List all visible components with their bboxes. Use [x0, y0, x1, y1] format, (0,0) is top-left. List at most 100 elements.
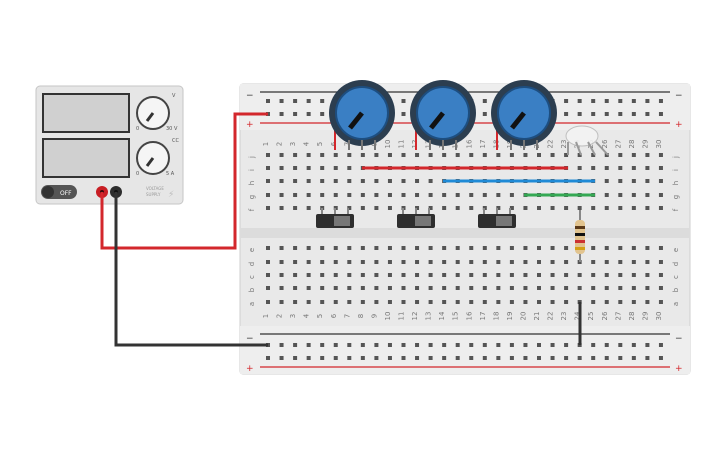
breadboard-hole[interactable]: [658, 153, 663, 157]
breadboard-hole[interactable]: [374, 286, 379, 290]
breadboard-hole[interactable]: [631, 246, 636, 250]
breadboard-hole[interactable]: [374, 300, 379, 304]
breadboard-hole[interactable]: [347, 179, 352, 183]
breadboard-hole[interactable]: [564, 356, 569, 360]
breadboard-hole[interactable]: [482, 286, 487, 290]
breadboard-hole[interactable]: [293, 153, 298, 157]
breadboard-hole[interactable]: [645, 273, 650, 277]
breadboard-hole[interactable]: [591, 99, 596, 103]
breadboard-hole[interactable]: [645, 166, 650, 170]
breadboard-hole[interactable]: [469, 193, 474, 197]
breadboard-hole[interactable]: [469, 246, 474, 250]
breadboard-hole[interactable]: [618, 260, 623, 264]
breadboard-hole[interactable]: [577, 166, 582, 170]
breadboard-hole[interactable]: [320, 193, 325, 197]
breadboard-hole[interactable]: [564, 153, 569, 157]
breadboard-hole[interactable]: [591, 260, 596, 264]
breadboard-hole[interactable]: [469, 153, 474, 157]
breadboard-hole[interactable]: [320, 166, 325, 170]
breadboard-hole[interactable]: [401, 153, 406, 157]
breadboard-hole[interactable]: [631, 99, 636, 103]
breadboard-hole[interactable]: [523, 260, 528, 264]
breadboard-hole[interactable]: [577, 99, 582, 103]
breadboard-hole[interactable]: [387, 286, 392, 290]
breadboard-hole[interactable]: [618, 153, 623, 157]
breadboard-hole[interactable]: [618, 356, 623, 360]
breadboard-hole[interactable]: [631, 300, 636, 304]
breadboard-hole[interactable]: [591, 246, 596, 250]
breadboard-hole[interactable]: [333, 273, 338, 277]
breadboard-hole[interactable]: [550, 260, 555, 264]
breadboard-hole[interactable]: [374, 246, 379, 250]
breadboard-hole[interactable]: [469, 300, 474, 304]
breadboard-hole[interactable]: [266, 286, 270, 290]
breadboard-hole[interactable]: [564, 300, 569, 304]
breadboard-hole[interactable]: [482, 300, 487, 304]
breadboard-hole[interactable]: [645, 153, 650, 157]
breadboard-hole[interactable]: [306, 99, 311, 103]
breadboard-hole[interactable]: [266, 246, 270, 250]
breadboard-hole[interactable]: [428, 273, 433, 277]
breadboard-hole[interactable]: [293, 246, 298, 250]
breadboard-hole[interactable]: [360, 343, 365, 347]
breadboard-hole[interactable]: [482, 356, 487, 360]
breadboard-hole[interactable]: [604, 356, 609, 360]
breadboard-hole[interactable]: [537, 300, 541, 304]
breadboard-hole[interactable]: [374, 273, 379, 277]
breadboard-hole[interactable]: [293, 356, 298, 360]
breadboard-hole[interactable]: [293, 193, 298, 197]
breadboard-hole[interactable]: [306, 112, 311, 116]
breadboard-hole[interactable]: [455, 273, 460, 277]
power-switch[interactable]: OFF: [41, 185, 77, 199]
breadboard-hole[interactable]: [347, 300, 352, 304]
breadboard-hole[interactable]: [509, 356, 514, 360]
breadboard-hole[interactable]: [618, 166, 623, 170]
breadboard-hole[interactable]: [415, 356, 420, 360]
breadboard-hole[interactable]: [293, 286, 298, 290]
breadboard-hole[interactable]: [618, 246, 623, 250]
breadboard-hole[interactable]: [658, 260, 663, 264]
breadboard-hole[interactable]: [266, 153, 270, 157]
breadboard-hole[interactable]: [306, 273, 311, 277]
breadboard-hole[interactable]: [523, 286, 528, 290]
breadboard-hole[interactable]: [550, 206, 555, 210]
breadboard-hole[interactable]: [442, 260, 447, 264]
breadboard-hole[interactable]: [374, 343, 379, 347]
breadboard-hole[interactable]: [604, 179, 609, 183]
breadboard-hole[interactable]: [550, 246, 555, 250]
breadboard-hole[interactable]: [604, 193, 609, 197]
current-knob[interactable]: [136, 141, 170, 175]
breadboard-hole[interactable]: [455, 193, 460, 197]
breadboard-hole[interactable]: [415, 206, 420, 210]
breadboard-hole[interactable]: [306, 356, 311, 360]
breadboard-hole[interactable]: [320, 356, 325, 360]
breadboard-hole[interactable]: [401, 112, 406, 116]
breadboard-hole[interactable]: [360, 260, 365, 264]
breadboard[interactable]: − + − + − + − + 112233445566778899101011…: [239, 83, 691, 375]
breadboard-hole[interactable]: [523, 246, 528, 250]
breadboard-hole[interactable]: [658, 179, 663, 183]
breadboard-hole[interactable]: [279, 112, 284, 116]
breadboard-hole[interactable]: [469, 286, 474, 290]
breadboard-hole[interactable]: [347, 343, 352, 347]
breadboard-hole[interactable]: [645, 246, 650, 250]
breadboard-hole[interactable]: [387, 300, 392, 304]
breadboard-hole[interactable]: [550, 153, 555, 157]
breadboard-hole[interactable]: [401, 179, 406, 183]
breadboard-hole[interactable]: [618, 112, 623, 116]
breadboard-hole[interactable]: [279, 246, 284, 250]
breadboard-hole[interactable]: [279, 286, 284, 290]
breadboard-hole[interactable]: [523, 153, 528, 157]
breadboard-hole[interactable]: [591, 300, 596, 304]
breadboard-hole[interactable]: [645, 193, 650, 197]
breadboard-hole[interactable]: [320, 286, 325, 290]
breadboard-hole[interactable]: [401, 99, 406, 103]
breadboard-hole[interactable]: [428, 286, 433, 290]
breadboard-hole[interactable]: [496, 356, 501, 360]
breadboard-hole[interactable]: [306, 193, 311, 197]
breadboard-hole[interactable]: [333, 166, 338, 170]
breadboard-hole[interactable]: [564, 112, 569, 116]
breadboard-hole[interactable]: [293, 206, 298, 210]
breadboard-hole[interactable]: [658, 112, 663, 116]
breadboard-hole[interactable]: [496, 246, 501, 250]
